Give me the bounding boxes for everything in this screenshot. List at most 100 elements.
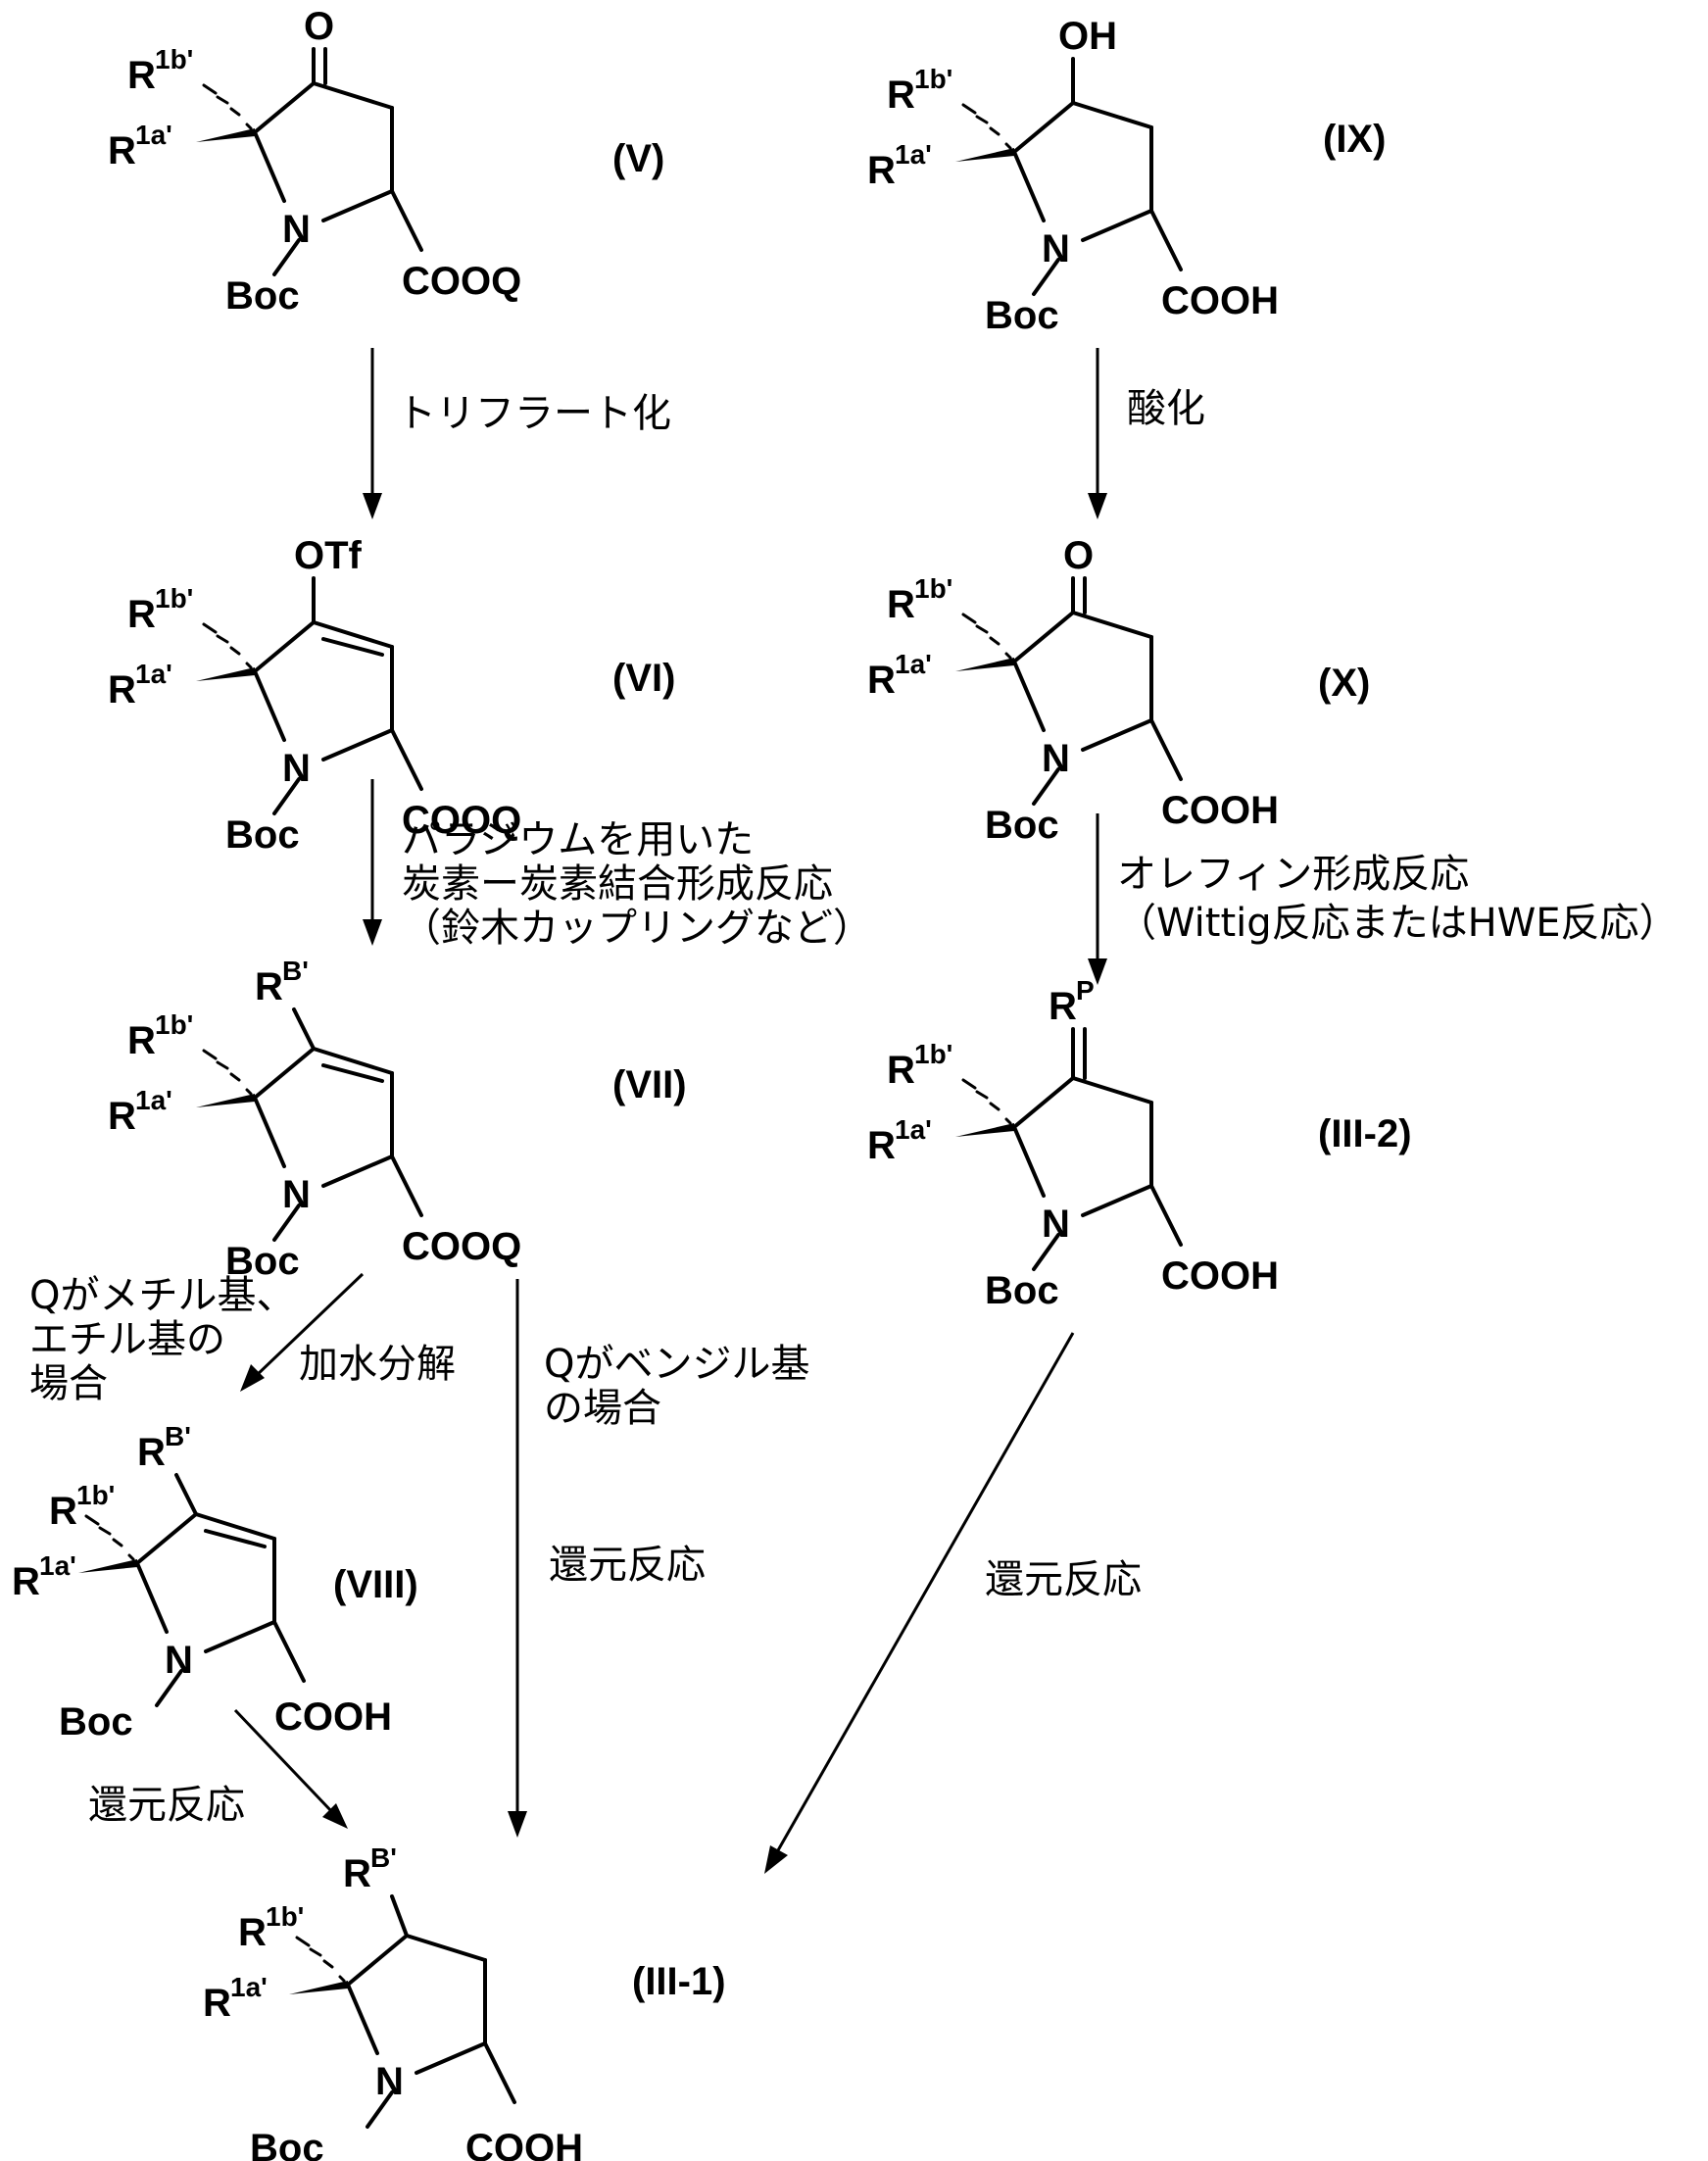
step-olefination-line2: （Wittig反応またはHWE反応） xyxy=(1117,901,1679,946)
r1a-label: R xyxy=(867,659,896,702)
r1b-label: R xyxy=(127,54,156,97)
compound-label: (VI) xyxy=(612,657,675,700)
r1a-sup: 1a' xyxy=(230,1972,268,2002)
r1b-sup: 1b' xyxy=(155,1009,193,1040)
compound-label: (IX) xyxy=(1323,118,1386,161)
carboxyl-group: COOH xyxy=(1161,279,1279,322)
nitrogen: N xyxy=(165,1639,193,1682)
boc-group: Boc xyxy=(225,813,300,857)
r1b-label: R xyxy=(127,593,156,636)
nitrogen: N xyxy=(282,1173,311,1216)
r1b-sup: 1b' xyxy=(266,1901,304,1932)
compound-iii-1: R B' R 1b' R 1a' N Boc COOH (III-1) xyxy=(203,1842,726,2161)
boc-group: Boc xyxy=(250,2127,324,2161)
step-oxidation: 酸化 xyxy=(1127,386,1205,431)
r1b-label: R xyxy=(887,583,915,626)
r1b-label: R xyxy=(887,1049,915,1092)
r1b-label: R xyxy=(238,1911,267,1954)
arrow-olefination xyxy=(1088,813,1107,985)
substituent-top-sup: P xyxy=(1076,975,1095,1006)
step-benzyl-condition-line1: Qがベンジル基 xyxy=(544,1342,809,1387)
r1a-sup: 1a' xyxy=(895,1114,932,1145)
carboxyl-group: COOQ xyxy=(402,1225,521,1268)
compound-x: O R 1b' R 1a' N Boc COOH (X) xyxy=(867,534,1370,847)
step-hydrolysis-condition-line1: Qがメチル基、 xyxy=(29,1273,295,1318)
compound-label: (V) xyxy=(612,137,664,180)
r1a-label: R xyxy=(108,1095,136,1138)
r1a-sup: 1a' xyxy=(39,1550,76,1581)
step-hydrolysis-condition-line2: エチル基の xyxy=(29,1317,225,1362)
r1a-label: R xyxy=(108,129,136,172)
r1a-sup: 1a' xyxy=(895,649,932,679)
carboxyl-group: COOH xyxy=(274,1695,392,1739)
step-benzyl-condition-line2: の場合 xyxy=(544,1386,661,1431)
r1a-sup: 1a' xyxy=(135,659,172,689)
r1b-sup: 1b' xyxy=(76,1480,115,1510)
r1b-label: R xyxy=(887,74,915,117)
carboxyl-group: COOQ xyxy=(402,260,521,303)
r1a-label: R xyxy=(867,149,896,192)
substituent-top: OH xyxy=(1058,15,1117,58)
substituent-top: R xyxy=(137,1431,166,1474)
r1a-label: R xyxy=(203,1982,231,2025)
r1b-sup: 1b' xyxy=(155,583,193,614)
step-coupling-line3: （鈴木カップリングなど） xyxy=(402,906,872,951)
r1b-sup: 1b' xyxy=(914,1039,952,1069)
nitrogen: N xyxy=(1042,1203,1070,1246)
nitrogen: N xyxy=(375,2060,404,2103)
compound-label: (X) xyxy=(1318,662,1370,705)
r1a-sup: 1a' xyxy=(135,1085,172,1115)
r1b-label: R xyxy=(49,1490,77,1533)
step-coupling-line2: 炭素ー炭素結合形成反応 xyxy=(402,861,833,907)
substituent-top: O xyxy=(1063,534,1094,577)
step-olefination-line1: オレフィン形成反応 xyxy=(1117,852,1469,897)
substituent-top: R xyxy=(255,965,283,1008)
arrow-reduction-right xyxy=(764,1333,1073,1874)
substituent-top: O xyxy=(304,5,334,48)
boc-group: Boc xyxy=(985,1269,1059,1312)
boc-group: Boc xyxy=(985,294,1059,337)
r1a-sup: 1a' xyxy=(895,139,932,170)
step-reduction-left: 還元反応 xyxy=(88,1783,245,1828)
step-triflation: トリフラート化 xyxy=(397,391,671,436)
arrow-coupling xyxy=(363,779,382,946)
r1a-sup: 1a' xyxy=(135,120,172,150)
arrow-reduction-center xyxy=(508,1279,527,1838)
nitrogen: N xyxy=(1042,737,1070,780)
compound-label: (VII) xyxy=(612,1063,687,1106)
nitrogen: N xyxy=(282,208,311,251)
step-hydrolysis-condition-line3: 場合 xyxy=(29,1361,108,1406)
substituent-top-sup: B' xyxy=(370,1842,397,1873)
arrow-oxidation xyxy=(1088,348,1107,519)
step-reduction-center: 還元反応 xyxy=(549,1543,706,1588)
substituent-top-sup: B' xyxy=(282,956,309,986)
r1b-label: R xyxy=(127,1019,156,1062)
boc-group: Boc xyxy=(59,1700,133,1744)
compound-ix: OH R 1b' R 1a' N Boc COOH (IX) xyxy=(867,15,1386,337)
r1a-label: R xyxy=(867,1124,896,1167)
substituent-top: R xyxy=(343,1852,371,1895)
carboxyl-group: COOH xyxy=(1161,1254,1279,1298)
r1b-sup: 1b' xyxy=(914,573,952,604)
step-coupling-line1: パラジウムを用いた xyxy=(402,817,754,862)
boc-group: Boc xyxy=(225,274,300,318)
carboxyl-group: COOH xyxy=(1161,789,1279,832)
substituent-top-sup: B' xyxy=(165,1421,191,1451)
nitrogen: N xyxy=(1042,227,1070,270)
compound-label: (III-2) xyxy=(1318,1112,1412,1155)
step-hydrolysis: 加水分解 xyxy=(299,1342,456,1387)
compound-label: (III-1) xyxy=(632,1960,726,2003)
r1a-label: R xyxy=(12,1560,40,1603)
r1b-sup: 1b' xyxy=(155,44,193,74)
boc-group: Boc xyxy=(985,804,1059,847)
compound-viii: R B' R 1b' R 1a' N Boc COOH (VIII) xyxy=(12,1421,418,1744)
compound-v: O R 1b' R 1a' N Boc COOQ (V) xyxy=(108,5,664,318)
compound-iii-2: R P R 1b' R 1a' N Boc COOH (III-2) xyxy=(867,975,1412,1312)
substituent-top: R xyxy=(1049,985,1077,1028)
compound-vi: OTf R 1b' R 1a' N Boc COOQ (VI) xyxy=(108,534,675,857)
compound-vii: R B' R 1b' R 1a' N Boc COOQ (VII) xyxy=(108,956,687,1283)
nitrogen: N xyxy=(282,747,311,790)
step-reduction-right: 還元反応 xyxy=(985,1557,1142,1602)
r1b-sup: 1b' xyxy=(914,64,952,94)
